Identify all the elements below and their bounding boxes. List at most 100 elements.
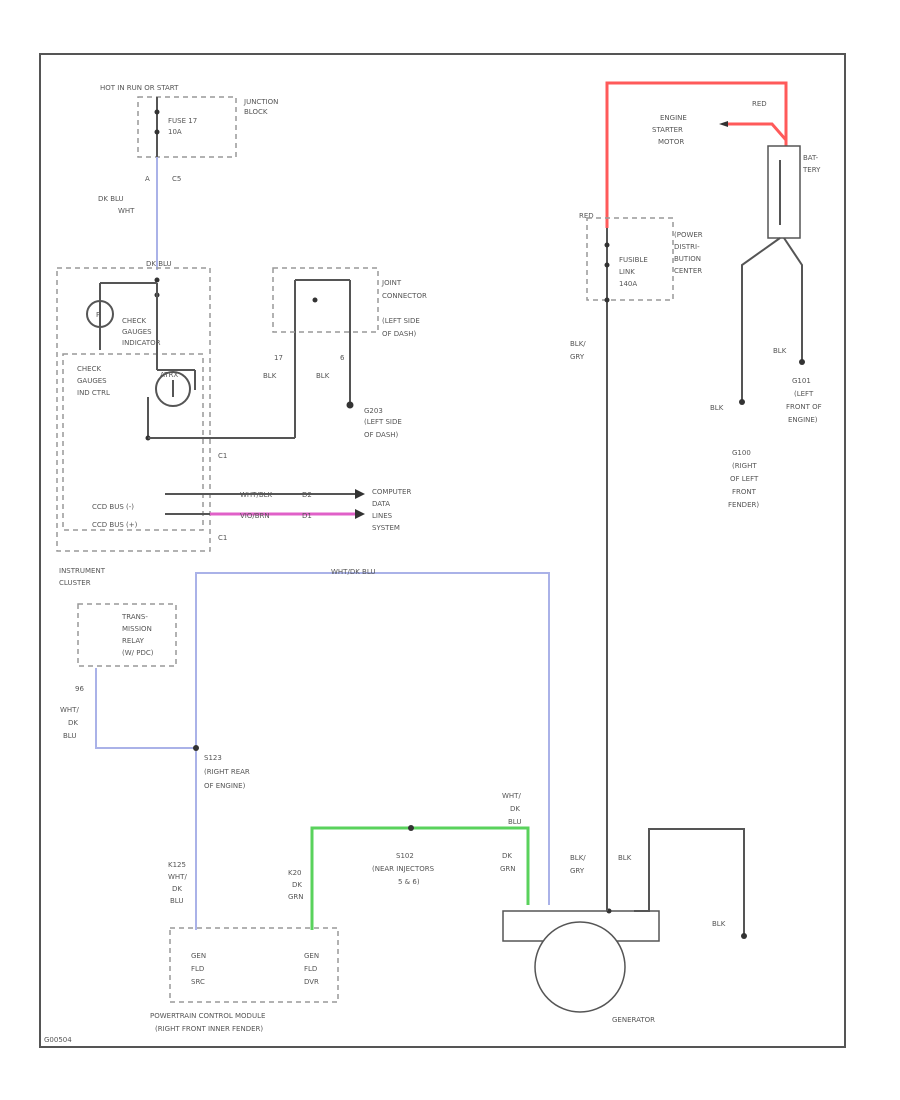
starter-arrow-icon [719, 121, 728, 127]
hot-in-run-label: HOT IN RUN OR START [100, 84, 179, 92]
g100-label-2: (RIGHT [732, 462, 757, 470]
pcm-gen-fld-src-label-2: FLD [191, 965, 204, 973]
junction-block [137, 96, 237, 158]
blk-mid-label: BLK [316, 372, 330, 380]
transmission-relay [77, 603, 177, 667]
wht-dk-blu-left-label-3: BLU [63, 732, 76, 740]
powertrain-control-module [169, 927, 339, 1003]
pcm-label-2: (RIGHT FRONT INNER FENDER) [155, 1025, 263, 1033]
k125-label: K125 [168, 861, 186, 869]
check-gauges-ind-ctrl [62, 353, 204, 531]
wire-vio-brn-code: D1 [302, 512, 312, 520]
trans-relay-label-4: (W/ PDC) [122, 649, 154, 657]
red-top-label: RED [752, 100, 767, 108]
svg-text:ATRX: ATRX [160, 371, 178, 379]
pcm-gen-fld-drv-label-3: DVR [304, 978, 319, 986]
dk-grn-gen-label: DK [502, 852, 512, 860]
pcm-gen-fld-drv-label-2: FLD [304, 965, 317, 973]
pin-a: A [145, 175, 150, 183]
s102-label-2: (NEAR INJECTORS [372, 865, 435, 873]
k125-label-3: DK [172, 885, 182, 893]
power-dist-label-3: BUTION [674, 255, 701, 263]
wire-red-battery [605, 81, 788, 228]
wht-dk-blu-left-label: WHT/ [60, 706, 79, 714]
trans-relay-label: TRANS- [121, 613, 148, 621]
wire-whtblk: WHT/BLK [240, 491, 273, 499]
pcm-gen-fld-src-label-3: SRC [191, 978, 205, 986]
generator-label: GENERATOR [612, 1016, 655, 1024]
c5-label: C5 [172, 175, 181, 183]
joint-connector-label-4: OF DASH) [382, 330, 417, 338]
junction-block-label-2: BLOCK [244, 108, 268, 116]
diagram-frame [39, 53, 846, 1048]
check-gauges-indicator-label: CHECK [122, 317, 146, 325]
instrument-cluster-label: INSTRUMENT [59, 567, 106, 575]
s102-label: S102 [396, 852, 414, 860]
s102-label-3: 5 & 6) [398, 878, 420, 886]
generator-icon [534, 921, 626, 1013]
g100-label: G100 [732, 449, 751, 457]
wire-vio-brn: VIO/BRN [240, 512, 270, 520]
pcm-gen-fld-src-label: GEN [191, 952, 206, 960]
wht-dk-blu-gen-label-2: DK [510, 805, 520, 813]
ccd-bus-plus-label: CCD BUS (+) [92, 521, 138, 529]
g101-label-4: ENGINE) [788, 416, 818, 424]
g203-label-3: OF DASH) [364, 431, 399, 439]
red-mid-label: RED [579, 212, 594, 220]
pin-96: 96 [75, 685, 84, 693]
computer-data-lines-label: COMPUTER [372, 488, 411, 496]
blk-bat-left-label: BLK [710, 404, 724, 412]
dk-blu-wht-label-2: WHT [118, 207, 135, 215]
g203-label-2: (LEFT SIDE [364, 418, 402, 426]
power-dist-label-4: CENTER [674, 267, 702, 275]
battery-label-2: TERY [802, 166, 821, 174]
dk-grn-gen-label-2: GRN [500, 865, 516, 873]
pcm-gen-fld-drv-label: GEN [304, 952, 319, 960]
s123-label-3: OF ENGINE) [204, 782, 246, 790]
trans-relay-label-2: MISSION [122, 625, 152, 633]
g101-label-2: (LEFT [794, 390, 814, 398]
power-distribution-center [586, 217, 674, 301]
s123-label-2: (RIGHT REAR [204, 768, 250, 776]
k20-label-3: GRN [288, 893, 304, 901]
ctrl-transistor-icon [155, 371, 191, 407]
check-gauges-indicator-label-2: GAUGES [122, 328, 152, 336]
wire-whtblk-code: D2 [302, 491, 312, 499]
blk-gen-label: BLK [618, 854, 632, 862]
blk-gry-gen-label-2: GRY [570, 867, 585, 875]
computer-data-lines-label-2: DATA [372, 500, 390, 508]
k20-label: K20 [288, 869, 302, 877]
wire-wht-dk-blu [95, 668, 196, 749]
trans-relay-label-3: RELAY [122, 637, 145, 645]
wht-dk-blu-top-label: WHT/DK BLU [331, 568, 376, 576]
k125-label-2: WHT/ [168, 873, 187, 881]
fusible-link-label-2: LINK [619, 268, 635, 276]
figure-id: G00504 [44, 1036, 72, 1044]
c1-bottom-label: C1 [218, 534, 227, 542]
ccd-bus-minus-label: CCD BUS (-) [92, 503, 134, 511]
junction-block-label: JUNCTION [243, 98, 278, 106]
s123-label: S123 [204, 754, 222, 762]
check-gauges-ctrl-label: CHECK [77, 365, 101, 373]
blk-gen-ground-label: BLK [712, 920, 726, 928]
pin-dk-blu: DK BLU [146, 260, 172, 268]
power-dist-label: (POWER [674, 231, 703, 239]
fusible-link-label: FUSIBLE [619, 256, 648, 264]
wire-dk-grn [310, 826, 530, 930]
blk-gry-gen-label: BLK/ [570, 854, 586, 862]
blk-gry-top-label: BLK/ [570, 340, 586, 348]
battery [767, 145, 801, 239]
engine-starter-label-2: STARTER [652, 126, 683, 134]
g100-label-5: FENDER) [728, 501, 759, 509]
instrument-cluster-label-2: CLUSTER [59, 579, 91, 587]
blk-bat-right-label: BLK [773, 347, 787, 355]
check-gauges-ctrl-label-2: GAUGES [77, 377, 107, 385]
pin-6: 6 [340, 354, 345, 362]
wht-dk-blu-gen-label-3: BLU [508, 818, 521, 826]
joint-connector-label-3: (LEFT SIDE [382, 317, 420, 325]
computer-data-lines-label-3: LINES [372, 512, 393, 520]
g100-label-4: FRONT [732, 488, 757, 496]
engine-starter-label: ENGINE [660, 114, 687, 122]
fuse-17-label: FUSE 17 [168, 117, 197, 125]
